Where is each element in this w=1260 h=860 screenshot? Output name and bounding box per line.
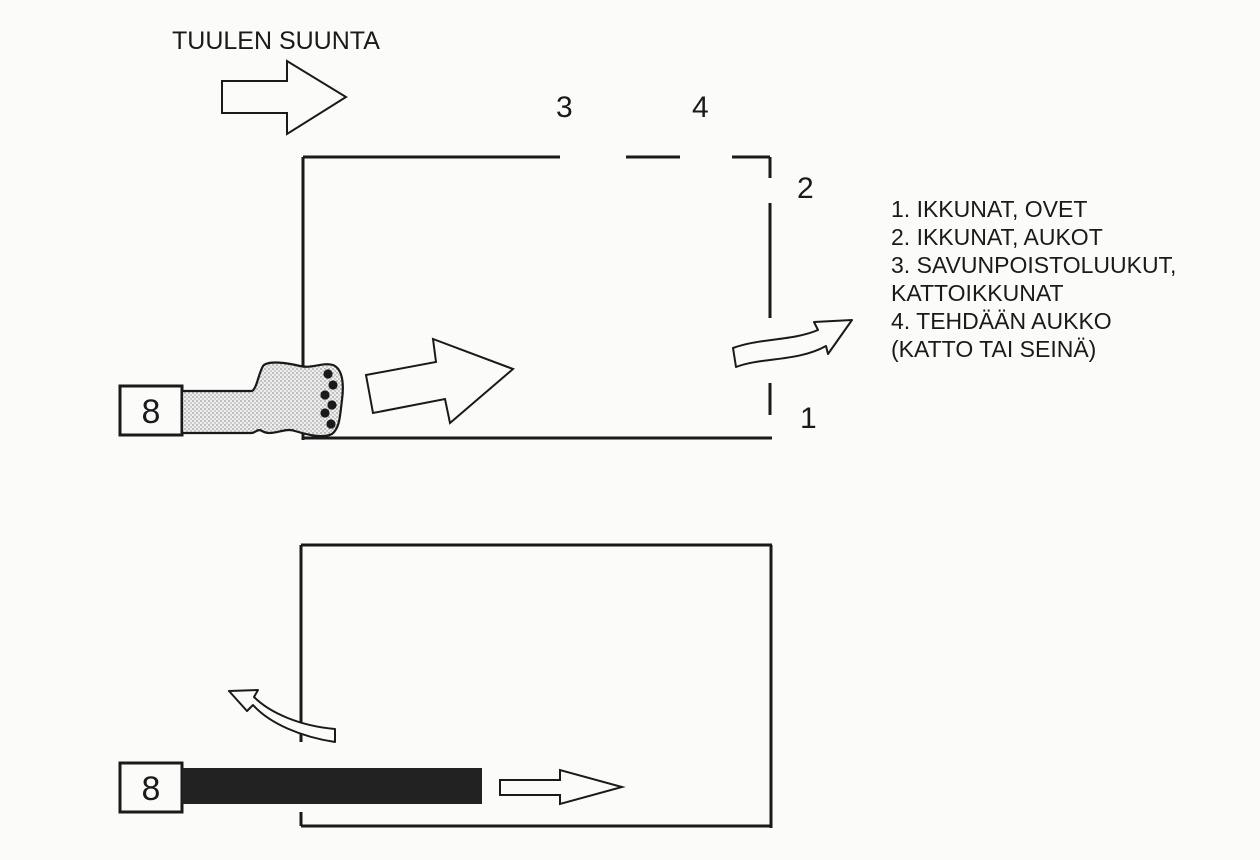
opening-number-4: 4 bbox=[692, 91, 709, 124]
legend-line-4: KATTOIKKUNAT bbox=[891, 280, 1064, 306]
legend: 1. IKKUNAT, OVET 2. IKKUNAT, AUKOT 3. SA… bbox=[891, 196, 1176, 362]
fan-box-bottom: 8 bbox=[118, 761, 184, 814]
bottom-building bbox=[299, 543, 773, 828]
wind-direction-label: TUULEN SUUNTA bbox=[172, 27, 380, 55]
backflow-curved-arrow-bottom bbox=[228, 689, 336, 743]
air-flow-shape-top bbox=[180, 361, 344, 438]
opening-number-3: 3 bbox=[556, 91, 573, 124]
opening-number-1: 1 bbox=[800, 402, 817, 435]
outflow-curved-arrow-top bbox=[732, 319, 853, 368]
air-jet-bar-bottom bbox=[182, 768, 482, 804]
legend-line-6: (KATTO TAI SEINÄ) bbox=[891, 336, 1096, 362]
inflow-arrow-bottom bbox=[499, 768, 626, 806]
inflow-arrow-top bbox=[364, 337, 515, 425]
opening-number-2: 2 bbox=[797, 172, 814, 205]
nozzle-dots bbox=[320, 369, 338, 429]
legend-line-3: 3. SAVUNPOISTOLUUKUT, bbox=[891, 252, 1176, 278]
legend-line-5: 4. TEHDÄÄN AUKKO bbox=[891, 308, 1112, 334]
legend-line-2: 2. IKKUNAT, AUKOT bbox=[891, 224, 1103, 250]
fan-box-top: 8 bbox=[118, 384, 184, 437]
fan-box-bottom-label: 8 bbox=[142, 770, 161, 808]
wind-direction-arrow bbox=[221, 59, 348, 136]
legend-line-1: 1. IKKUNAT, OVET bbox=[891, 196, 1087, 222]
fan-box-top-label: 8 bbox=[142, 393, 161, 431]
